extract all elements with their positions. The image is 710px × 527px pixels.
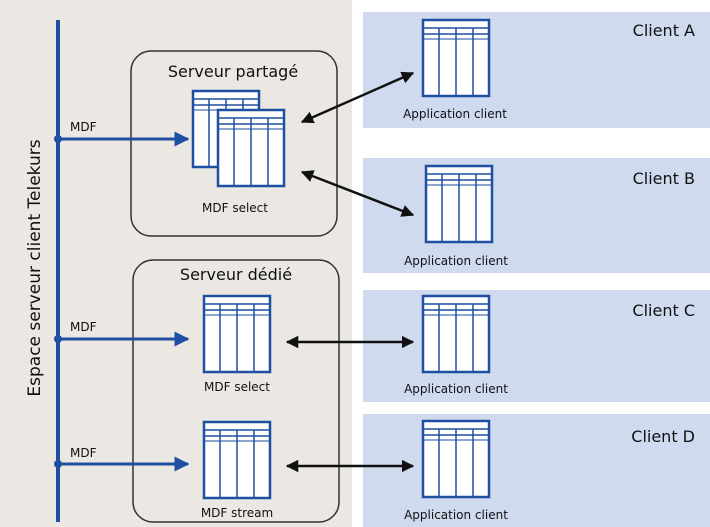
link-arrow-client-a (300, 71, 415, 124)
client-d-db-icon (421, 419, 491, 499)
client-c-db-icon (421, 294, 491, 374)
client-b-db-icon (424, 164, 494, 244)
bus-node-2 (54, 335, 62, 343)
bus-node-3 (54, 460, 62, 468)
link-arrow-client-b (300, 170, 415, 217)
dedicated-stream-label: MDF stream (201, 506, 273, 520)
shared-server-box (130, 50, 338, 237)
client-a-app-label: Application client (403, 107, 507, 121)
server-space-label: Espace serveur client Telekurs (25, 139, 45, 396)
client-d-panel (363, 414, 710, 527)
client-b-name: Client B (633, 169, 695, 188)
dedicated-stream-db-icon (202, 420, 272, 500)
client-c-panel (363, 290, 710, 402)
client-c-name: Client C (632, 301, 695, 320)
client-a-db-icon (421, 18, 491, 98)
dedicated-select-label: MDF select (204, 380, 270, 394)
shared-db-label: MDF select (202, 201, 268, 215)
client-a-name: Client A (633, 21, 695, 40)
dedicated-server-box (132, 259, 340, 523)
dedicated-server-title: Serveur dédié (180, 265, 292, 284)
shared-db-icon-front (216, 108, 286, 188)
feed-label-3: MDF (70, 446, 97, 460)
client-b-panel (363, 158, 710, 273)
bus-node-1 (54, 135, 62, 143)
client-c-app-label: Application client (404, 382, 508, 396)
dedicated-select-db-icon (202, 294, 272, 374)
client-b-app-label: Application client (404, 254, 508, 268)
client-d-name: Client D (631, 427, 695, 446)
feed-label-2: MDF (70, 320, 97, 334)
shared-server-title: Serveur partagé (168, 62, 298, 81)
feed-label-1: MDF (70, 120, 97, 134)
client-a-panel (363, 12, 710, 128)
client-d-app-label: Application client (404, 508, 508, 522)
